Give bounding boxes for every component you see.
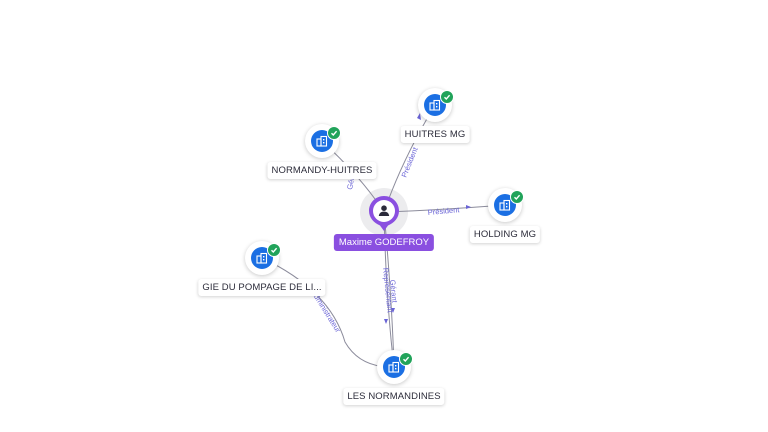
- edge-label-holding: Président: [427, 205, 460, 217]
- edge-label-gerant-bottom: Gérant: [388, 279, 399, 304]
- company-label[interactable]: GIE DU POMPAGE DE LI...: [198, 279, 326, 296]
- verified-check-icon: [267, 243, 281, 257]
- verified-check-icon: [440, 90, 454, 104]
- arrow-normandines-a: [384, 319, 388, 324]
- edge-gie: [261, 257, 395, 368]
- person-label[interactable]: Maxime GODEFROY: [333, 234, 435, 251]
- verified-check-icon: [510, 190, 524, 204]
- arrow-normandines-b: [391, 308, 395, 313]
- company-label[interactable]: HOLDING MG: [469, 226, 541, 243]
- company-label[interactable]: NORMANDY-HUITRES: [267, 162, 377, 179]
- verified-check-icon: [399, 352, 413, 366]
- verified-check-icon: [327, 126, 341, 140]
- company-label[interactable]: HUITRES MG: [400, 126, 470, 143]
- person-icon: [369, 196, 399, 231]
- arrow-huitres: [417, 113, 421, 120]
- company-label[interactable]: LES NORMANDINES: [343, 388, 445, 405]
- edge-label-representant: Représentant: [381, 267, 395, 314]
- arrow-holding: [466, 205, 471, 209]
- edge-label-huitres: Président: [400, 145, 421, 179]
